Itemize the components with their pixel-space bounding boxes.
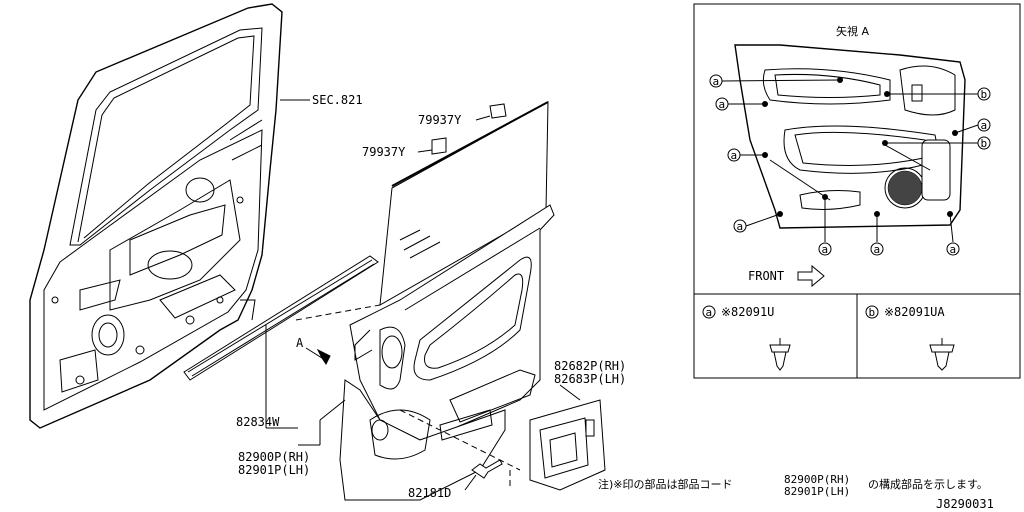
- svg-text:b: b: [869, 306, 876, 319]
- screw-part: 82181D: [408, 459, 503, 500]
- svg-text:a: a: [950, 243, 957, 256]
- note-prefix: 注)※印の部品は部品コード: [598, 477, 733, 491]
- clip-b-icon: [929, 344, 955, 353]
- clip-lower-label: 79937Y: [362, 145, 406, 159]
- pocket-lh-label: 82683P(LH): [554, 372, 626, 386]
- clip-b-part-label: ※82091UA: [884, 305, 945, 319]
- clip-a-part-label: ※82091U: [721, 305, 774, 319]
- seal-part-label: 82834W: [236, 415, 280, 429]
- svg-text:a: a: [731, 149, 738, 162]
- svg-text:a: a: [737, 220, 744, 233]
- note-code-lh: 82901P(LH): [784, 485, 850, 498]
- svg-text:a: a: [706, 306, 713, 319]
- screw-label: 82181D: [408, 486, 451, 500]
- note-code-rh: 82900P(RH): [784, 473, 850, 486]
- svg-text:a: a: [874, 243, 881, 256]
- clip-upper-label: 79937Y: [418, 113, 462, 127]
- svg-text:b: b: [981, 88, 988, 101]
- clip-79937y-lower-icon: [431, 137, 447, 155]
- marker-a-group: a a a a a a a a: [709, 74, 991, 256]
- diagram-code: J8290031: [936, 497, 994, 511]
- trim-lh-label: 82901P(LH): [238, 463, 310, 477]
- detail-view-box: 矢視 A: [693, 3, 1021, 379]
- front-arrow-icon: [797, 264, 825, 288]
- svg-text:a: a: [719, 98, 726, 111]
- screw-icon: [471, 459, 503, 479]
- clip-79937y-upper-icon: [489, 103, 507, 119]
- clip-b-legend: b ※82091UA: [865, 305, 955, 371]
- marker-b-group: b b: [977, 87, 991, 150]
- door-frame-drawing: SEC.821: [29, 3, 363, 429]
- clip-a-icon: [769, 344, 791, 353]
- svg-text:a: a: [822, 243, 829, 256]
- door-trim-panel: 82900P(RH) 82901P(LH) A: [238, 204, 555, 501]
- seal-strip-82834w: 82834W: [183, 255, 379, 429]
- view-arrow-label: A: [296, 336, 304, 350]
- view-direction-arrow-icon: [305, 347, 331, 365]
- svg-text:b: b: [981, 137, 988, 150]
- pocket-rh-label: 82682P(RH): [554, 359, 626, 373]
- pocket-part: 82682P(RH) 82683P(LH): [529, 359, 626, 491]
- trim-rh-label: 82900P(RH): [238, 450, 310, 464]
- view-a-title: 矢視 A: [836, 24, 869, 38]
- note-suffix: の構成部品を示します。: [868, 477, 988, 491]
- front-label: FRONT: [748, 269, 784, 283]
- sec-821-label: SEC.821: [312, 93, 363, 107]
- svg-text:a: a: [981, 119, 988, 132]
- clip-a-legend: a ※82091U: [702, 305, 791, 371]
- footnote: 注)※印の部品は部品コード 82900P(RH) 82901P(LH) の構成部…: [598, 473, 988, 498]
- marker-leaders: [721, 79, 979, 243]
- svg-text:a: a: [713, 75, 720, 88]
